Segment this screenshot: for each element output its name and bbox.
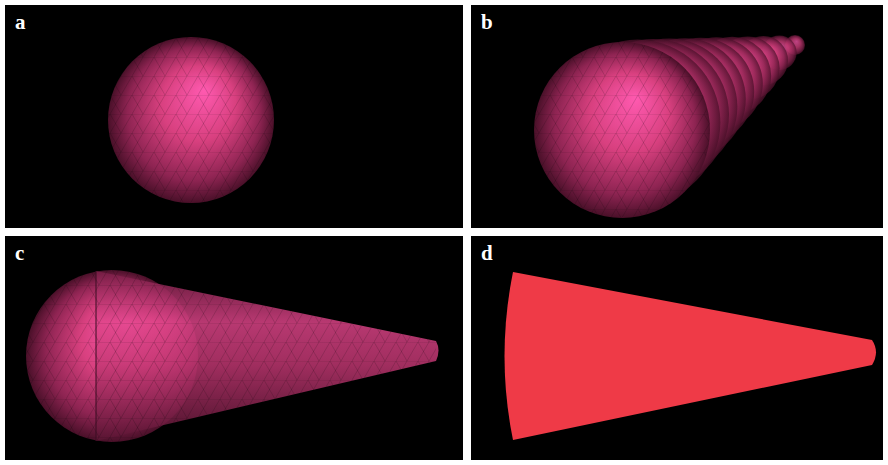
panel-ground — [5, 5, 463, 228]
sphere-cone-hull — [26, 270, 439, 442]
panel-ground — [471, 236, 883, 460]
panel-letter: d — [481, 243, 493, 264]
image-panel: a — [5, 5, 463, 228]
faceted-sphere — [108, 37, 274, 203]
sphere-sweep — [534, 35, 805, 218]
panel-ground — [471, 5, 883, 228]
panel-letter: a — [15, 12, 26, 33]
image-panel: c — [5, 236, 463, 460]
image-panel: d — [471, 236, 883, 460]
image-panel: b — [471, 5, 883, 228]
cone-silhouette — [505, 272, 877, 440]
panel-letter: c — [15, 243, 24, 264]
panel-ground — [5, 236, 463, 460]
panel-letter: b — [481, 12, 493, 33]
